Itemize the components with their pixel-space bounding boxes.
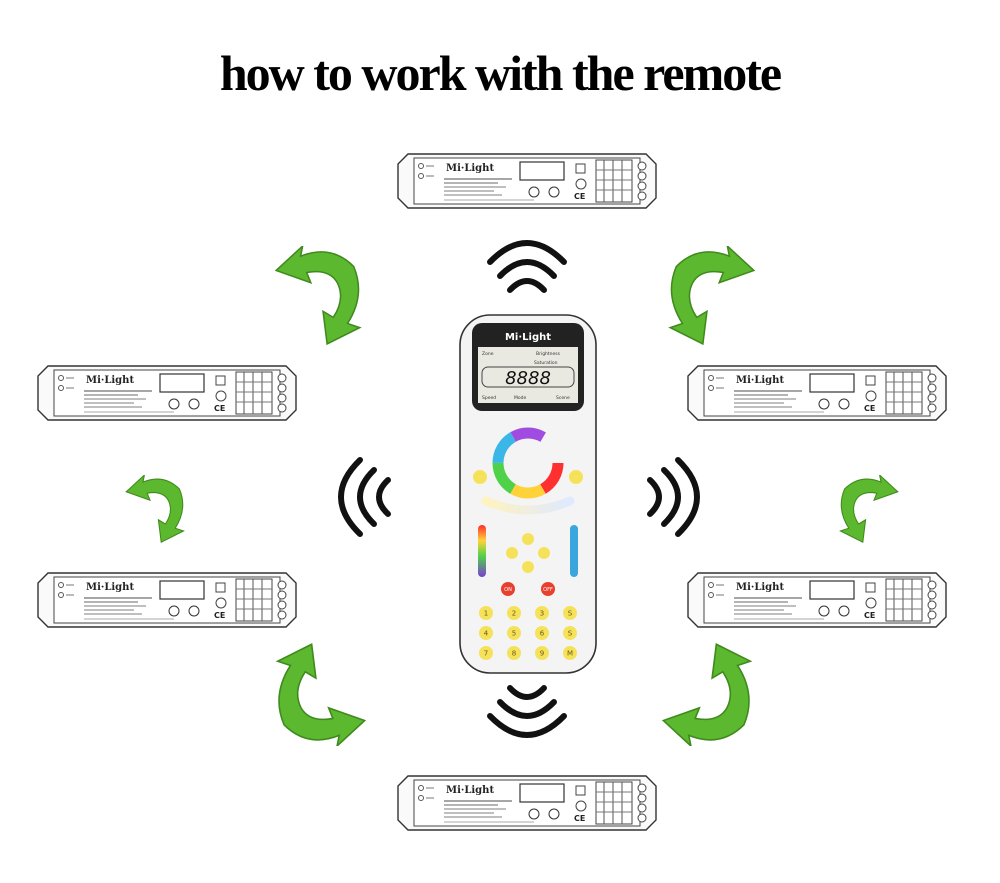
signal-wave-right-icon: [647, 457, 700, 537]
keypad-button[interactable]: [563, 626, 577, 640]
green-curved-arrow-icon: [654, 640, 766, 746]
speed-slider[interactable]: [478, 525, 486, 577]
signal-wave-top-icon: [487, 240, 567, 293]
controller-body: Mi·Light: [34, 565, 300, 635]
down-arrow-button[interactable]: [522, 561, 534, 573]
keypad-label: 7: [484, 650, 488, 658]
controller-body: Mi·Light: [34, 358, 300, 428]
controller-brand: Mi·Light: [86, 375, 134, 386]
right-arrow-button[interactable]: [538, 547, 550, 559]
controller-brand: Mi·Light: [736, 375, 784, 386]
keypad-button[interactable]: [479, 606, 493, 620]
controller-body: Mi·Light: [684, 358, 950, 428]
keypad-label: 5: [512, 630, 516, 638]
controller-body: Mi·Light: [394, 768, 660, 838]
keypad-label: S: [568, 630, 573, 638]
controller-brand: Mi·Light: [736, 582, 784, 593]
left-arrow-button[interactable]: [506, 547, 518, 559]
lcd-scene-label: Scene: [556, 395, 570, 401]
keypad-label: M: [567, 650, 573, 658]
keypad-label: 8: [512, 650, 516, 658]
keypad-label: 4: [484, 630, 489, 638]
keypad-button[interactable]: [535, 646, 549, 660]
diagram-title: how to work with the remote: [219, 45, 782, 101]
green-curved-arrow-icon: [654, 246, 764, 348]
color-wheel[interactable]: [492, 427, 564, 499]
controller-brand: Mi·Light: [446, 163, 494, 174]
lcd-digits: 8888: [505, 368, 551, 389]
lcd-zone-label: Zone: [482, 351, 494, 357]
brightness-slider[interactable]: [570, 525, 578, 577]
on-button[interactable]: [501, 582, 515, 596]
white-temperature-arc[interactable]: [481, 496, 575, 515]
controller-body: Mi·Light: [684, 565, 950, 635]
on-label: ON: [504, 587, 512, 593]
keypad-button[interactable]: [563, 646, 577, 660]
green-curved-arrow-icon: [122, 458, 192, 562]
controller-lower-right: Mi·Light: [684, 565, 950, 635]
green-curved-arrow-icon: [266, 246, 376, 348]
controller-lower-left: Mi·Light: [34, 565, 300, 635]
keypad-label: 2: [512, 610, 516, 618]
lcd-saturation-label: Saturation: [534, 360, 558, 366]
controller-bottom: Mi·Light: [394, 768, 660, 838]
controller-upper-left: Mi·Light: [34, 358, 300, 428]
keypad-button[interactable]: [563, 606, 577, 620]
keypad-label: 9: [540, 650, 544, 658]
keypad-button[interactable]: [479, 626, 493, 640]
controller-brand: Mi·Light: [446, 785, 494, 796]
off-label: OFF: [543, 587, 553, 593]
green-curved-arrow-icon: [832, 458, 902, 562]
lcd-brightness-label: Brightness: [536, 351, 561, 357]
keypad-label: 3: [540, 610, 544, 618]
controller-brand: Mi·Light: [86, 582, 134, 593]
lcd-mode-label: Mode: [514, 395, 526, 401]
remote-control: Mi·Light Zone Brightness Saturation 8888…: [459, 314, 597, 674]
controller-top: Mi·Light: [394, 146, 660, 216]
keypad-button[interactable]: [507, 646, 521, 660]
off-button[interactable]: [541, 582, 555, 596]
signal-wave-bottom-icon: [487, 685, 567, 738]
right-shift-button[interactable]: [569, 470, 583, 484]
lcd-speed-label: Speed: [482, 395, 496, 401]
left-shift-button[interactable]: [473, 470, 487, 484]
keypad-label: S: [568, 610, 573, 618]
keypad-button[interactable]: [479, 646, 493, 660]
keypad-button[interactable]: [507, 606, 521, 620]
keypad-button[interactable]: [507, 626, 521, 640]
signal-wave-left-icon: [338, 457, 391, 537]
remote-brand: Mi·Light: [505, 332, 551, 343]
keypad-button[interactable]: [535, 606, 549, 620]
controller-upper-right: Mi·Light: [684, 358, 950, 428]
green-curved-arrow-icon: [262, 640, 374, 746]
keypad-button[interactable]: [535, 626, 549, 640]
up-arrow-button[interactable]: [522, 533, 534, 545]
keypad-label: 6: [540, 630, 545, 638]
keypad-label: 1: [484, 610, 488, 618]
controller-body: Mi·Light: [394, 146, 660, 216]
